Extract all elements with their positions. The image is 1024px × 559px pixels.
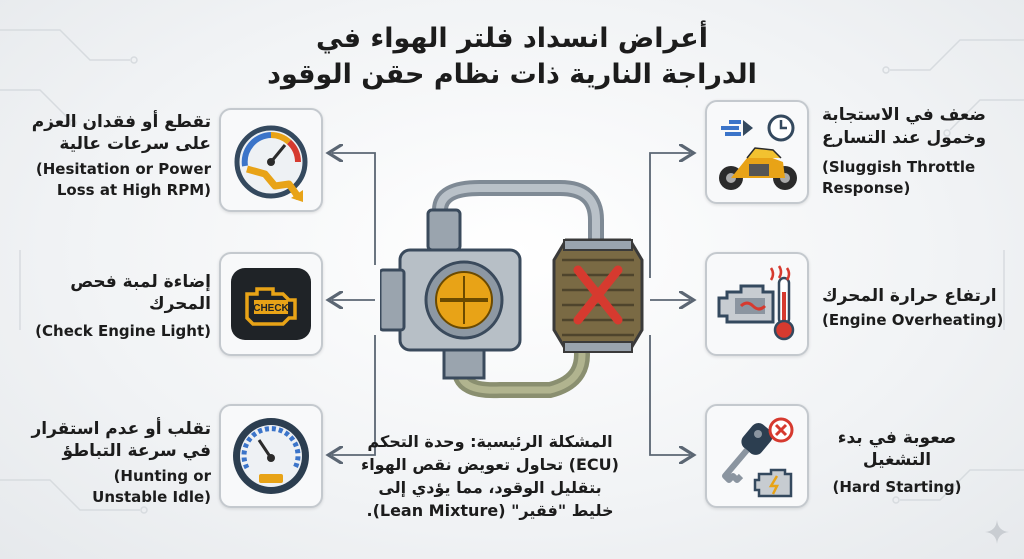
- power-loss-card: [219, 108, 323, 212]
- idle-ar-2: في سرعة التباطؤ: [62, 441, 211, 461]
- power-loss-en-1: (Hesitation or Power: [35, 160, 211, 178]
- sparkle-icon: [985, 520, 1009, 544]
- throttle-body-and-clogged-filter-illustration: [380, 180, 644, 399]
- idle-en-2: Unstable Idle): [92, 488, 211, 506]
- problem-line-3: بتقليل الوقود، مما يؤدي إلى: [378, 478, 602, 497]
- overheat-card: [705, 252, 809, 356]
- idle-en-1: (Hunting or: [113, 467, 211, 485]
- problem-line-4: خليط "فقير" (Lean Mixture).: [366, 501, 614, 520]
- throttle-ar-1: ضعف في الاستجابة: [822, 105, 986, 125]
- problem-line-2: (ECU) تحاول تعويض نقص الهواء: [361, 455, 619, 474]
- check-badge-text: CHECK: [253, 303, 289, 314]
- hard-start-ar-2: التشغيل: [862, 450, 932, 470]
- engine-thermometer-icon: [717, 265, 795, 341]
- title-line-1: أعراض انسداد فلتر الهواء في: [316, 23, 708, 54]
- throttle-en-2: Response): [822, 179, 911, 197]
- throttle-card: [705, 100, 809, 204]
- idle-ar-1: تقلب أو عدم استقرار: [31, 419, 211, 439]
- check-engine-ar-2: المحرك: [148, 294, 211, 314]
- hard-start-en-1: (Hard Starting): [832, 478, 962, 496]
- tachometer-dropping-icon: [234, 125, 308, 202]
- hard-start-ar-1: صعوبة في بدء: [837, 428, 957, 448]
- power-loss-en-2: Loss at High RPM): [56, 181, 211, 199]
- main-problem-text: المشكلة الرئيسية: وحدة التحكم (ECU) تحاو…: [325, 430, 655, 522]
- power-loss-ar-1: تقطع أو فقدان العزم: [31, 112, 211, 132]
- overheat-ar-1: ارتفاع حرارة المحرك: [822, 286, 997, 306]
- overheat-en-1: (Engine Overheating): [822, 311, 1004, 329]
- throttle-en-1: (Sluggish Throttle: [822, 158, 976, 176]
- idle-gauge-icon: [233, 418, 309, 494]
- title-line-2: الدراجة النارية ذات نظام حقن الوقود: [267, 59, 757, 90]
- check-engine-ar-1: إضاءة لمبة فحص: [70, 272, 211, 292]
- power-loss-ar-2: على سرعات عالية: [59, 134, 211, 154]
- check-engine-en-1: (Check Engine Light): [35, 322, 211, 340]
- hard-start-card: [705, 404, 809, 508]
- throttle-ar-2: وخمول عند التسارع: [822, 128, 987, 148]
- idle-card: [219, 404, 323, 508]
- check-engine-icon: CHECK: [231, 268, 311, 340]
- check-engine-card: CHECK: [219, 252, 323, 356]
- problem-line-1: المشكلة الرئيسية: وحدة التحكم: [367, 432, 613, 451]
- key-engine-icon: [722, 417, 794, 498]
- motorcycle-clock-icon: [719, 114, 797, 190]
